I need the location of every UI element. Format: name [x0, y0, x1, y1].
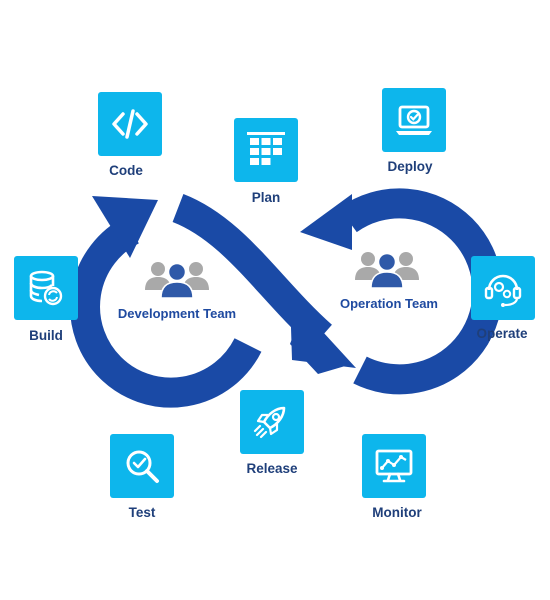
operate-label: Operate [476, 326, 528, 341]
code-tile [98, 92, 162, 156]
build-tile [14, 256, 78, 320]
release-label: Release [246, 461, 298, 476]
code-label: Code [109, 163, 143, 178]
code-brackets-icon [112, 109, 148, 139]
plan-label: Plan [251, 190, 281, 205]
monitor-chart-icon [375, 449, 413, 483]
development-team-people-icon [145, 262, 209, 299]
database-sync-icon [29, 270, 63, 306]
magnifier-check-icon [126, 450, 159, 483]
deploy-label: Deploy [387, 159, 433, 174]
laptop-check-icon [396, 105, 432, 135]
operation-team-people-icon [355, 252, 419, 289]
rocket-icon [253, 406, 286, 439]
calendar-grid-icon [246, 130, 286, 170]
test-label: Test [128, 505, 156, 520]
development-team-label: Development Team [117, 306, 237, 321]
plan-tile [234, 118, 298, 182]
operate-tile [471, 256, 535, 320]
monitor-tile [362, 434, 426, 498]
monitor-label: Monitor [372, 505, 422, 520]
operation-team-label: Operation Team [339, 296, 439, 311]
deploy-tile [382, 88, 446, 152]
headset-gears-icon [484, 274, 522, 307]
left-loop-arc [70, 216, 262, 408]
crossing-arrowhead-tip [290, 296, 356, 368]
build-label: Build [29, 328, 63, 343]
release-tile [240, 390, 304, 454]
right-loop-arrowhead [300, 194, 352, 250]
left-loop-arrowhead [92, 196, 158, 258]
test-tile [110, 434, 174, 498]
